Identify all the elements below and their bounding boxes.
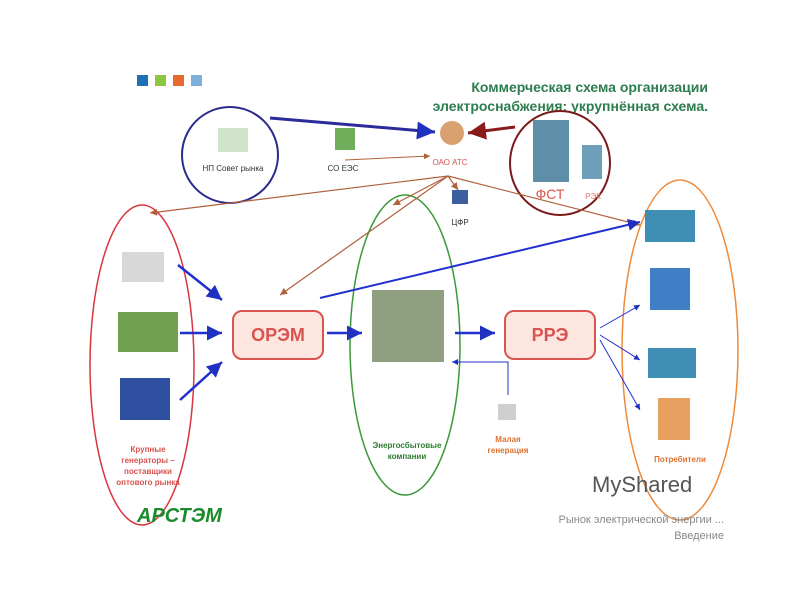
- arrow-ats-orem: [279, 175, 449, 296]
- building-icon: [650, 268, 690, 310]
- slide-title: Коммерческая схема организации электросн…: [433, 78, 708, 116]
- arrow-orem-consumers: [319, 218, 641, 299]
- fst-circle: [509, 110, 611, 216]
- lightbulb-hand-icon: [658, 398, 690, 440]
- fst-label: ФСТ: [535, 186, 565, 202]
- arrow-rre-c3: [599, 334, 641, 361]
- title-line-1: Коммерческая схема организации: [471, 79, 708, 95]
- small-gen-icon: [498, 404, 516, 420]
- meeting-photo-icon: [372, 290, 444, 362]
- generators-oval: [89, 204, 195, 526]
- consumers-label: Потребители: [654, 455, 706, 464]
- footer-line-2: Введение: [674, 530, 724, 542]
- operator-icon: [335, 128, 355, 150]
- factory-icon-2: [648, 348, 696, 378]
- rek-picture-icon: [582, 145, 602, 179]
- footer-line-1: Рынок электрической энергии ...: [558, 514, 725, 526]
- decor-square-green: [155, 75, 166, 86]
- ats-person-icon: [440, 121, 464, 145]
- decor-square-orange: [173, 75, 184, 86]
- small-gen-label: Малая генерация: [487, 435, 529, 455]
- sales-label: Энергосбытовые компании: [372, 441, 442, 461]
- scales-icon: [218, 128, 248, 152]
- power-plant-icon: [118, 312, 178, 352]
- arrow-rre-c2: [599, 304, 641, 329]
- globe-factory-icon: [120, 378, 170, 420]
- orem-box: ОРЭМ: [232, 310, 324, 360]
- title-line-2: электроснабжения: укрупнённая схема.: [432, 98, 708, 114]
- arrow-ats-so: [344, 153, 431, 161]
- decor-square-lightblue: [191, 75, 202, 86]
- np-label: НП Совет рынка: [202, 164, 264, 173]
- arrow-ats-cfr: [447, 175, 459, 191]
- arrow-gen3-orem: [179, 361, 223, 401]
- ats-label: ОАО АТС: [432, 158, 468, 167]
- arrow-rre-c4: [599, 339, 641, 411]
- arrow-ats-consumers: [447, 175, 641, 227]
- generator-tanks-icon: [122, 252, 164, 282]
- fst-picture-icon: [533, 120, 569, 182]
- factory-icon: [645, 210, 695, 242]
- arrow-ats-generators: [149, 175, 449, 216]
- arrow-ats-sales: [392, 175, 449, 206]
- watermark: MyShared: [592, 472, 693, 497]
- so-label: СО ЕЭС: [327, 164, 359, 173]
- arrow-gen1-orem: [177, 264, 223, 301]
- arrow-smallgen-sales: [452, 359, 509, 395]
- np-circle: [181, 106, 279, 204]
- laptop-icon: [452, 190, 468, 204]
- footer-text: Рынок электрической энергии ... Введение: [559, 512, 725, 544]
- rek-label: РЭК: [585, 192, 601, 201]
- sales-oval: [349, 194, 461, 496]
- decor-square-blue: [137, 75, 148, 86]
- consumers-oval: [621, 179, 739, 521]
- rre-box: РРЭ: [504, 310, 596, 360]
- generators-label: Крупные генераторы – поставщики оптового…: [116, 445, 180, 487]
- arstem-logo: АРСТЭМ: [137, 505, 222, 527]
- arrow-fst-ats: [467, 121, 516, 140]
- cfr-label: ЦФР: [451, 218, 469, 227]
- arrow-np-ats: [269, 116, 436, 140]
